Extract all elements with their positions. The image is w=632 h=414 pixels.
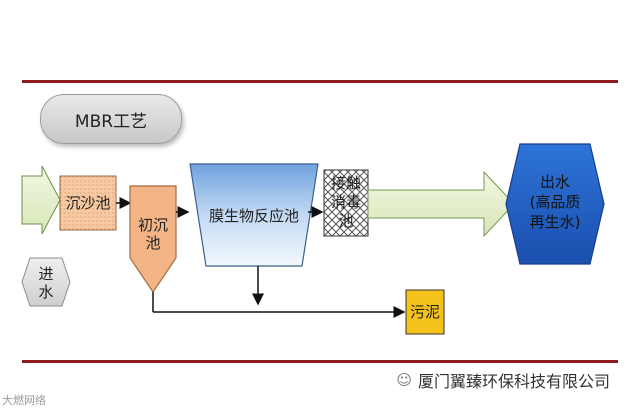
outlet-label: 出水 (高品质 再生水): [506, 172, 604, 232]
wechat-icon: ☺: [396, 371, 412, 389]
company-footer: ☺ 厦门翼臻环保科技有限公司: [396, 368, 610, 392]
primary-clarifier-label: 初沉 池: [130, 216, 176, 252]
outlet-label-line2: (高品质: [529, 193, 581, 211]
primary-clarifier-shape: [129, 185, 177, 294]
disinfection-label-line1: 接触: [330, 174, 361, 192]
disinfection-tank-label: 接触 消毒 池: [324, 174, 368, 231]
sludge-label: 污泥: [409, 303, 440, 321]
disinfection-tank-box: [323, 169, 369, 237]
outlet-label-line1: 出水: [539, 173, 570, 191]
membrane-bioreactor-label: 膜生物反应池: [208, 207, 299, 225]
inlet-label: 进 水: [22, 265, 70, 301]
outlet-flow-arrow: [367, 170, 515, 238]
primary-clarifier-label-line1: 初沉: [137, 216, 168, 234]
primary-clarifier-label-line2: 池: [145, 234, 161, 252]
membrane-bioreactor-shape: [189, 163, 319, 267]
grit-chamber-box: [59, 175, 117, 231]
inlet-label-line1: 进: [38, 265, 54, 283]
inlet-label-line2: 水: [38, 283, 54, 301]
process-title-tag: MBR工艺: [40, 94, 182, 144]
top-divider: [22, 80, 618, 83]
disinfection-label-line2: 消毒: [330, 193, 361, 211]
inlet-arrow: [21, 165, 61, 235]
bottom-divider: [22, 360, 618, 363]
inlet-hexagon: [21, 257, 71, 307]
disinfection-label-line3: 池: [338, 212, 354, 230]
outlet-hexagon: [505, 143, 605, 265]
company-name: 厦门翼臻环保科技有限公司: [417, 372, 610, 391]
watermark: 大燃网络: [2, 394, 46, 407]
outlet-label-line3: 再生水): [529, 213, 581, 231]
process-title-text: MBR工艺: [74, 111, 148, 132]
grit-chamber-label: 沉沙池: [65, 194, 111, 212]
sludge-box: [405, 289, 445, 335]
